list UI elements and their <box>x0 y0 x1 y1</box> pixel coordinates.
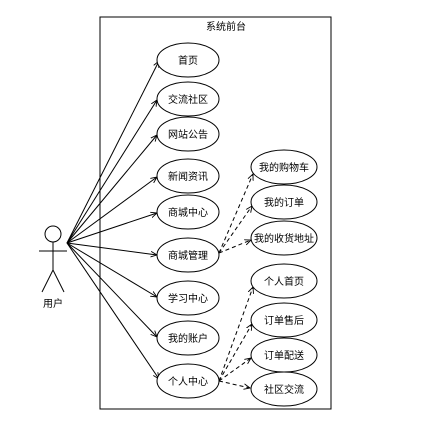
use-case-label: 学习中心 <box>168 292 208 305</box>
use-case-ellipse <box>250 220 318 256</box>
include-line-after-sales <box>218 324 252 382</box>
actor-left-leg <box>41 269 54 293</box>
use-case-orders[interactable]: 我的订单 <box>250 184 318 220</box>
use-case-account[interactable]: 我的账户 <box>156 320 220 356</box>
use-case-mall-center[interactable]: 商城中心 <box>156 194 220 230</box>
use-case-address[interactable]: 我的收货地址 <box>250 220 318 256</box>
use-case-ellipse <box>250 263 318 299</box>
use-case-label: 我的购物车 <box>259 161 309 174</box>
use-case-notice[interactable]: 网站公告 <box>156 116 220 152</box>
association-lines <box>66 61 159 379</box>
use-case-label: 网站公告 <box>168 128 208 141</box>
use-case-ellipse <box>156 237 220 273</box>
use-case-learning[interactable]: 学习中心 <box>156 280 220 316</box>
use-case-personal[interactable]: 个人中心 <box>156 363 220 399</box>
use-case-ellipse <box>156 280 220 316</box>
use-case-ellipse <box>156 158 220 194</box>
use-case-social[interactable]: 社区交流 <box>250 371 318 407</box>
use-case-mall-manage[interactable]: 商城管理 <box>156 237 220 273</box>
use-case-label: 个人首页 <box>264 275 304 288</box>
actor-right-leg <box>52 269 65 293</box>
use-case-label: 我的订单 <box>264 196 304 209</box>
association-line-community <box>66 100 157 244</box>
include-line-social <box>218 380 250 388</box>
use-case-label: 我的账户 <box>168 332 208 345</box>
use-case-homepage[interactable]: 个人首页 <box>250 263 318 299</box>
actor-label: 用户 <box>43 297 63 310</box>
use-case-community[interactable]: 交流社区 <box>156 81 220 117</box>
use-case-ellipse <box>156 363 220 399</box>
use-case-label: 社区交流 <box>264 383 304 396</box>
use-case-label: 个人中心 <box>168 375 208 388</box>
include-line-address <box>218 240 251 254</box>
association-line-learning <box>66 242 157 297</box>
use-case-label: 商城管理 <box>168 249 208 262</box>
association-line-mall-center <box>66 213 157 244</box>
use-case-label: 首页 <box>178 54 198 67</box>
use-case-label: 商城中心 <box>168 206 208 219</box>
use-case-label: 我的收货地址 <box>254 232 314 245</box>
use-case-label: 交流社区 <box>168 93 208 106</box>
system-title: 系统前台 <box>206 20 246 33</box>
use-case-label: 新闻资讯 <box>168 170 208 183</box>
include-line-delivery <box>218 358 251 382</box>
use-case-news[interactable]: 新闻资讯 <box>156 158 220 194</box>
use-case-home[interactable]: 首页 <box>156 42 220 78</box>
use-case-ellipse <box>250 184 318 220</box>
include-lines <box>218 174 253 388</box>
use-case-delivery[interactable]: 订单配送 <box>250 337 318 373</box>
use-case-ellipse <box>156 320 220 356</box>
association-line-home <box>66 61 159 244</box>
use-case-cart[interactable]: 我的购物车 <box>250 149 318 185</box>
use-case-ellipse <box>250 302 318 338</box>
actor-user: 用户 <box>39 225 67 310</box>
include-line-orders <box>218 206 252 254</box>
include-line-homepage <box>218 287 253 382</box>
association-line-notice <box>66 135 157 244</box>
use-case-ellipse <box>250 149 318 185</box>
use-case-ellipse <box>156 81 220 117</box>
system-boundary <box>99 16 332 410</box>
association-line-personal <box>66 242 159 379</box>
use-case-ellipse <box>250 371 318 407</box>
use-case-after-sales[interactable]: 订单售后 <box>250 302 318 338</box>
association-line-account <box>66 242 157 337</box>
use-case-ellipse <box>156 116 220 152</box>
include-line-cart <box>218 174 253 254</box>
association-line-mall-manage <box>66 242 157 255</box>
use-case-ellipse <box>156 194 220 230</box>
use-case-ellipse <box>156 42 220 78</box>
association-line-news <box>66 177 157 244</box>
actor-head <box>44 225 62 243</box>
use-case-label: 订单售后 <box>264 314 304 327</box>
use-case-label: 订单配送 <box>264 349 304 362</box>
